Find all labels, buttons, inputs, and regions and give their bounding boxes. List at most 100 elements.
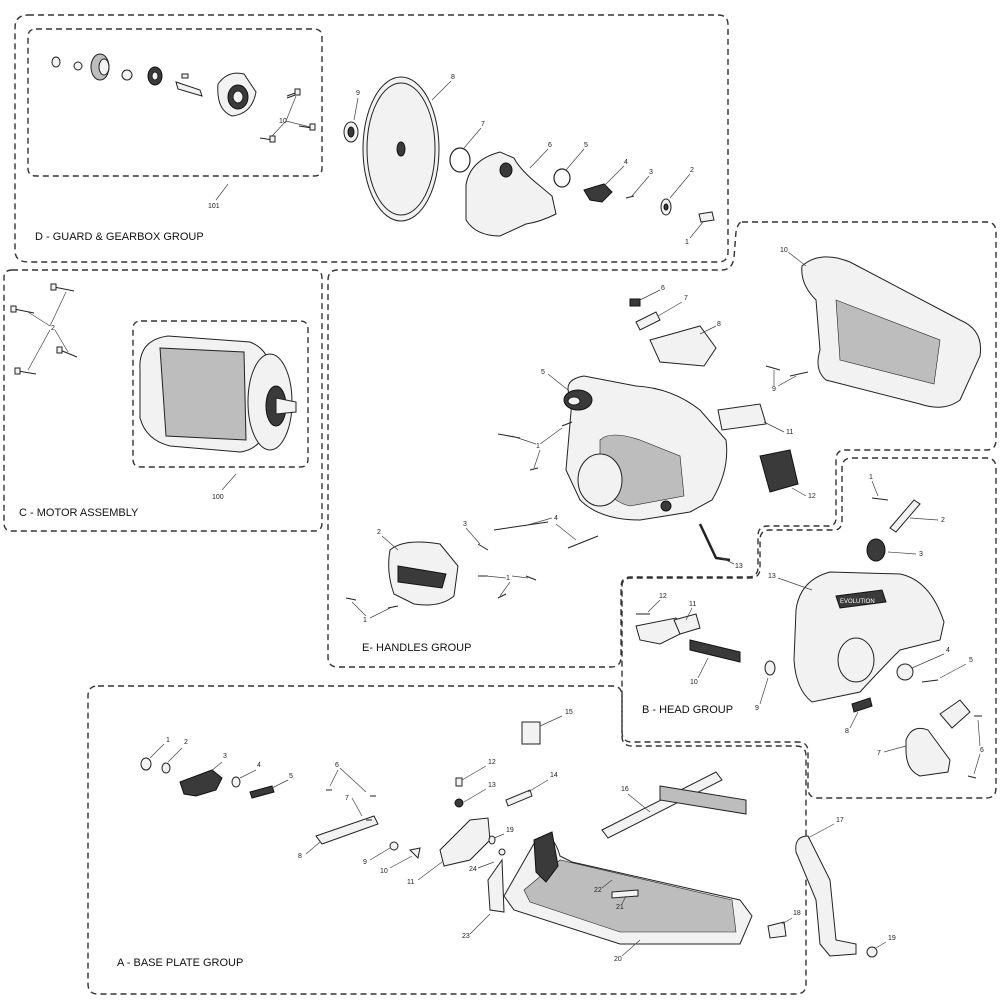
callout-b-9: 9 <box>755 705 759 712</box>
leader-a-6b <box>329 769 339 787</box>
head-clamp <box>905 727 951 777</box>
gearbox-key <box>181 73 189 79</box>
callout-a-13: 13 <box>488 782 496 789</box>
callout-b-12: 12 <box>659 593 667 600</box>
group-a-boundary <box>87 685 807 995</box>
leader-b-5 <box>939 663 967 679</box>
callout-c-2: 2 <box>51 325 55 332</box>
leader-b-7 <box>883 745 907 753</box>
group-b-parts: EVOLUTION <box>635 497 982 779</box>
gearbox-housing-bore-inner <box>232 90 244 104</box>
callout-e-3: 3 <box>463 521 467 528</box>
group-d-subassembly-boundary <box>27 28 323 177</box>
leader-b-4 <box>911 653 945 669</box>
leader-a-17 <box>807 823 835 839</box>
handle-screw-6 <box>497 593 507 599</box>
base-nut-2 <box>389 841 399 851</box>
callout-a-24: 24 <box>469 866 477 873</box>
group-c-parts <box>10 283 297 453</box>
leader-e-2 <box>381 535 399 551</box>
callout-a-4: 4 <box>257 762 261 769</box>
leader-a-1 <box>149 743 165 759</box>
leader-a-10 <box>389 855 413 869</box>
leader-a-21 <box>621 895 627 905</box>
group-b-label: B - HEAD GROUP <box>642 704 733 716</box>
leader-b-6a <box>977 719 981 747</box>
callout-a-20: 20 <box>614 956 622 963</box>
callout-b-8: 8 <box>845 728 849 735</box>
callout-d-101: 101 <box>208 203 220 210</box>
leader-d-8 <box>431 80 452 101</box>
callout-d-1: 1 <box>685 239 689 246</box>
leader-a-13 <box>463 788 487 803</box>
battery-terminal <box>759 449 799 493</box>
head-clamp-lever <box>939 699 971 729</box>
group-e-label: E- HANDLES GROUP <box>362 642 471 654</box>
callout-b-6: 6 <box>980 747 984 754</box>
lower-guard-brand-mark: EVOLUTION <box>840 599 875 605</box>
head-lever <box>635 617 689 645</box>
blade-bolt <box>698 211 715 223</box>
depth-scale-plate <box>315 815 379 845</box>
handle-screw-4 <box>477 543 489 551</box>
leader-a-5 <box>271 779 289 789</box>
outer-flange-bore <box>347 126 355 138</box>
callout-b-3: 3 <box>919 551 923 558</box>
handle-screw-10 <box>765 365 781 371</box>
leader-e-11 <box>763 421 785 433</box>
leader-e-1c <box>533 449 541 469</box>
motor-screw-2-head <box>10 305 17 313</box>
leader-e-3 <box>465 527 481 545</box>
leader-d-7 <box>463 127 482 149</box>
leader-d-9 <box>353 97 359 121</box>
spindle-lock-screw <box>625 195 635 199</box>
base-bevel-bracket <box>533 831 559 883</box>
motor-screw-4 <box>17 370 37 375</box>
leader-b-6b <box>973 753 981 775</box>
leader-d-6 <box>529 148 549 169</box>
callout-a-21: 21 <box>616 904 624 911</box>
handle-screw-7 <box>525 575 537 581</box>
callout-e-1a: 1 <box>536 443 540 450</box>
group-d-callouts: 1 2 3 4 5 6 7 8 9 10 101 <box>208 74 704 246</box>
bevel-bolt <box>249 785 275 799</box>
group-c-label: C - MOTOR ASSEMBLY <box>19 507 139 519</box>
callout-a-5: 5 <box>289 773 293 780</box>
bevel-scale <box>487 858 505 913</box>
leader-d-10c <box>271 120 287 137</box>
motor-screw-3 <box>59 349 78 358</box>
lower-guard-opening <box>837 637 875 683</box>
leader-a-15 <box>539 715 563 727</box>
callout-a-18: 18 <box>793 910 801 917</box>
callout-a-19b: 19 <box>888 935 896 942</box>
quadrant-washer <box>866 946 878 958</box>
gearbox-screw-head-1 <box>294 88 301 96</box>
switch <box>649 325 717 367</box>
callout-d-3: 3 <box>649 169 653 176</box>
base-bushing <box>521 721 541 745</box>
leader-e-6 <box>639 289 661 301</box>
callout-a-17: 17 <box>836 817 844 824</box>
gearbox-gear-hub <box>98 58 110 76</box>
leader-d-10b <box>285 120 311 128</box>
callout-a-10: 10 <box>380 868 388 875</box>
leader-e-1d <box>485 575 507 579</box>
leader-a-12 <box>461 765 487 781</box>
leader-a-23 <box>469 913 491 935</box>
gearbox-spindle <box>175 81 203 97</box>
leader-e-1a <box>511 435 537 445</box>
callout-a-6: 6 <box>335 762 339 769</box>
callout-a-8: 8 <box>298 853 302 860</box>
leader-a-22 <box>601 879 613 889</box>
callout-d-7: 7 <box>481 121 485 128</box>
leader-a-24 <box>477 861 495 869</box>
leader-e-4a <box>523 517 553 527</box>
gearbox-circlip <box>73 61 83 71</box>
callout-e-10: 10 <box>780 247 788 254</box>
gearbox-screw-head-2 <box>309 123 316 131</box>
callout-e-4: 4 <box>554 515 558 522</box>
leader-b-12 <box>647 599 661 613</box>
electronic-module <box>717 403 767 431</box>
base-nut <box>140 757 152 771</box>
guard-ring <box>553 168 571 188</box>
